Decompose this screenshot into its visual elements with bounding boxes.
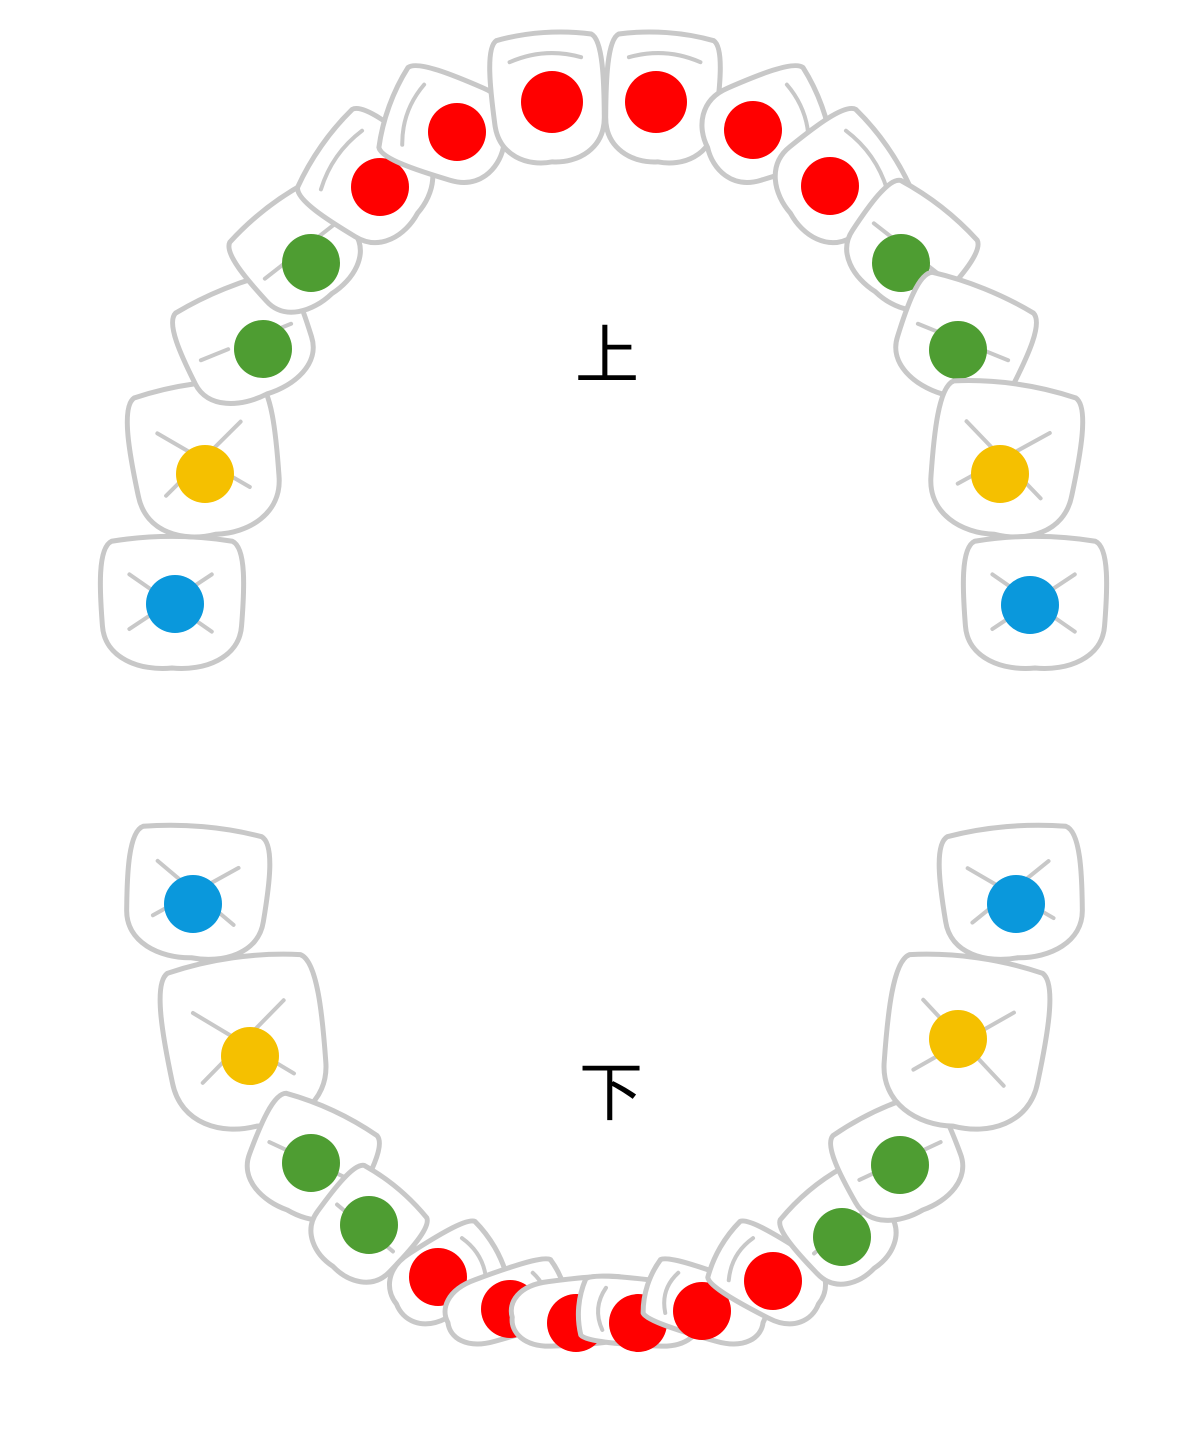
tooth-groove	[626, 51, 703, 65]
upper-tooth-right-molar-2	[960, 533, 1110, 671]
upper-tooth-right-incisor	[603, 29, 723, 166]
tooth-marker-incisor	[673, 1282, 731, 1340]
tooth-marker-premolar	[871, 1136, 929, 1194]
tooth-marker-canine	[801, 157, 859, 215]
tooth-marker-canine	[744, 1252, 802, 1310]
lower-tooth-left-premolar	[308, 1162, 430, 1285]
tooth-marker-incisor	[428, 103, 486, 161]
lower-tooth-right-canine	[705, 1218, 828, 1327]
tooth-groove	[843, 128, 890, 192]
tooth-marker-molar-1	[971, 445, 1029, 503]
tooth-marker-premolar	[929, 321, 987, 379]
lower-tooth-left-molar-2	[124, 822, 273, 962]
tooth-marker-molar-1	[221, 1027, 279, 1085]
tooth-marker-molar-2	[146, 575, 204, 633]
upper-tooth-right-molar-1	[928, 378, 1086, 540]
tooth-marker-incisor	[625, 71, 687, 133]
tooth-groove	[507, 51, 584, 65]
tooth-marker-premolar	[282, 1134, 340, 1192]
lower-jaw-label: 下	[579, 1057, 643, 1131]
tooth-groove	[318, 128, 365, 192]
tooth-marker-incisor	[521, 71, 583, 133]
upper-tooth-left-incisor	[487, 29, 607, 166]
tooth-marker-canine	[351, 158, 409, 216]
tooth-groove	[400, 82, 427, 147]
tooth-marker-premolar	[340, 1196, 398, 1254]
lower-arch	[124, 822, 1085, 1352]
tooth-groove	[596, 1285, 608, 1332]
tooth-marker-premolar	[872, 234, 930, 292]
lower-tooth-right-molar-1	[881, 951, 1053, 1132]
upper-tooth-left-incisor	[376, 63, 512, 185]
tooth-marker-molar-1	[176, 445, 234, 503]
tooth-marker-premolar	[234, 320, 292, 378]
upper-tooth-left-molar-2	[97, 533, 247, 671]
lower-tooth-right-molar-2	[936, 822, 1085, 962]
upper-tooth-right-premolar	[893, 269, 1039, 406]
tooth-marker-molar-2	[987, 875, 1045, 933]
tooth-marker-premolar	[282, 234, 340, 292]
tooth-marker-premolar	[813, 1208, 871, 1266]
upper-jaw-label: 上	[575, 320, 639, 394]
tooth-marker-molar-2	[164, 875, 222, 933]
tooth-marker-molar-2	[1001, 576, 1059, 634]
upper-tooth-left-molar-1	[124, 378, 282, 540]
tooth-groove	[662, 1270, 681, 1315]
tooth-marker-molar-1	[929, 1010, 987, 1068]
lower-tooth-left-molar-1	[157, 951, 329, 1132]
tooth-groove	[726, 1236, 756, 1283]
tooth-marker-incisor	[724, 101, 782, 159]
upper-arch	[97, 29, 1110, 671]
